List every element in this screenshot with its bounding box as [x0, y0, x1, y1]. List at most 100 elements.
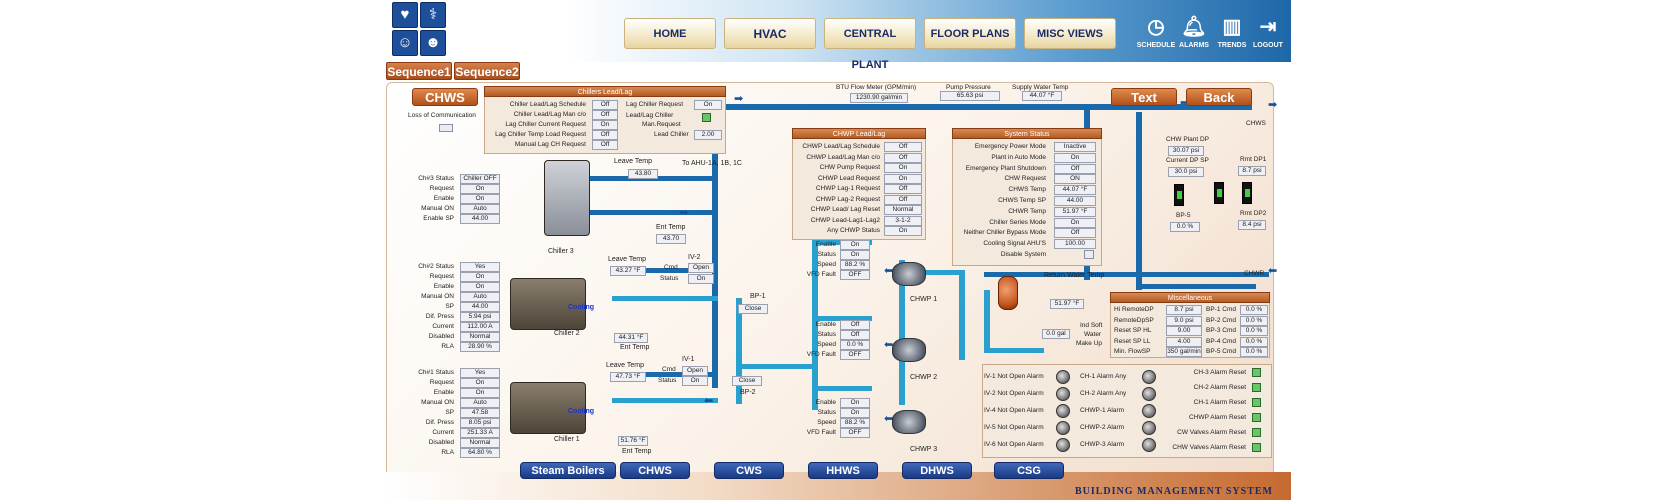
loss-of-communication-label: Loss of Communication — [408, 112, 476, 119]
bottom-nav-csg-button[interactable]: CSG — [994, 462, 1064, 479]
alarm-reset-button[interactable] — [1252, 428, 1261, 437]
chwp-leadlag-row-label: CHW Pump Request — [819, 164, 880, 171]
lag-man-request-toggle[interactable] — [702, 113, 711, 122]
pump-p2-row-value: Off — [840, 330, 870, 340]
nav-misc-views-button[interactable]: MISC VIEWS — [1024, 18, 1116, 49]
footer-title: BUILDING MANAGEMENT SYSTEM — [1074, 486, 1273, 497]
lead-chiller-label: Lead Chiller — [654, 131, 689, 138]
chiller3-status-label: Enable — [433, 195, 454, 202]
alarm-reset-button[interactable] — [1252, 398, 1261, 407]
alarm-reset-label: CHWP Alarm Reset — [1189, 414, 1246, 421]
chiller3-status-label: Ch#3 Status — [418, 175, 454, 182]
chiller-3-name: Chiller 3 — [548, 248, 574, 255]
bottom-nav-steam-boilers-button[interactable]: Steam Boilers — [520, 462, 616, 479]
chiller-3-leave-value: 43.80 — [628, 169, 658, 179]
iv1-cmd-label: Cmd — [662, 366, 676, 373]
trends-tool[interactable]: ▥TRENDS — [1212, 14, 1252, 49]
alarm-indicator — [1056, 421, 1070, 435]
flow-arrow-icon: ⬅ — [704, 395, 714, 407]
chwr-header-pipe — [1136, 284, 1256, 289]
chwp-leadlag-row-value: Off — [884, 152, 922, 163]
disable-system-checkbox[interactable] — [1084, 250, 1094, 259]
chiller-1-unit[interactable] — [510, 382, 586, 434]
system-status-row-label: Emergency Plant Shutdown — [965, 164, 1046, 172]
bp1-value: Close — [738, 304, 768, 314]
bottom-nav-cws-button[interactable]: CWS — [714, 462, 784, 479]
system-status-row-label: Neither Chiller Bypass Mode — [963, 229, 1046, 237]
chwp-1-pump[interactable] — [892, 262, 926, 286]
chiller1-status-value: Auto — [460, 398, 500, 408]
alarm-reset-label: CH-1 Alarm Reset — [1193, 399, 1246, 406]
bp2-value: Close — [732, 376, 762, 386]
sequence1-button[interactable]: Sequence1 — [386, 62, 452, 80]
makeup-label-2: Water — [1084, 331, 1102, 338]
chiller-2-ent-value: 44.31 °F — [614, 333, 648, 343]
nav-hvac-button[interactable]: HVAC — [724, 18, 816, 49]
system-status-row-value: Inactive — [1054, 142, 1096, 152]
plant-dp-value: 30.07 psi — [1168, 146, 1204, 156]
pump-p2-row-label: Speed — [817, 341, 836, 348]
alarm-indicator — [1142, 404, 1156, 418]
system-status-row-value: 51.97 °F — [1054, 206, 1096, 217]
chwp-leadlag-row-label: Any CHWP Status — [827, 227, 880, 234]
iv1-label: IV-1 — [682, 356, 695, 363]
sequence2-button[interactable]: Sequence2 — [454, 62, 520, 80]
alarms-tool[interactable]: 🔔︎ALARMS — [1174, 14, 1214, 49]
text-button[interactable]: Text — [1111, 88, 1177, 106]
chiller-3-unit[interactable] — [544, 160, 590, 236]
chiller1-status-value: Yes — [460, 368, 500, 378]
back-button[interactable]: Back — [1186, 88, 1252, 106]
system-status-row-value: Off — [1054, 163, 1096, 174]
misc-right-label: BP-1 Cmd — [1206, 306, 1236, 313]
flow-arrow-icon: ⬅ — [884, 413, 894, 425]
system-status-row-label: CHW Request — [1004, 175, 1046, 183]
chwp-leadlag-row-value: On — [884, 226, 922, 236]
alarm-reset-label: CH-3 Alarm Reset — [1193, 369, 1246, 376]
rmt-dp1-value: 8.7 psi — [1238, 166, 1266, 176]
chiller2-status-label: SP — [445, 303, 454, 310]
bottom-nav-hhws-button[interactable]: HHWS — [808, 462, 878, 479]
logout-tool[interactable]: ⇥LOGOUT — [1248, 14, 1288, 49]
alarm-reset-button[interactable] — [1252, 443, 1261, 452]
chiller-2-unit[interactable] — [510, 278, 586, 330]
misc-right-value: 0.0 % — [1240, 347, 1268, 357]
alarm-reset-button[interactable] — [1252, 383, 1261, 392]
chiller1-status-value: On — [460, 378, 500, 388]
pump-p2-row-label: Status — [817, 331, 836, 338]
chwp-2-pump[interactable] — [892, 338, 926, 362]
rmt-dp2-meter — [1242, 182, 1252, 204]
flow-arrow-icon: ⬅ — [884, 265, 894, 277]
chiller2-status-value: Auto — [460, 292, 500, 302]
alarm-indicator — [1142, 387, 1156, 401]
plant-dp-meter — [1174, 184, 1184, 206]
loss-of-communication-indicator — [439, 124, 453, 132]
chiller2-status-value: 5.94 psi — [460, 312, 500, 322]
chwp-leadlag-header: CHWP Lead/Lag — [792, 128, 926, 139]
misc-header: Miscellaneous — [1110, 292, 1270, 303]
chiller3-status-value: Chiller OFF — [460, 174, 500, 184]
system-status-row-value: ON — [1054, 174, 1096, 185]
chwp-3-pump[interactable] — [892, 410, 926, 434]
pump-p1-row-label: Speed — [817, 261, 836, 268]
rmt-dp2-value: 8.4 psi — [1238, 220, 1266, 230]
bottom-nav-dhws-button[interactable]: DHWS — [902, 462, 972, 479]
system-status-row-label: Plant in Auto Mode — [991, 153, 1046, 161]
misc-left-value: 350 gal/min — [1166, 347, 1202, 357]
supply-temp-label: Supply Water Temp — [1012, 84, 1069, 91]
chiller2-status-label: Ch#2 Status — [418, 263, 454, 270]
flow-arrow-icon: ➡ — [734, 93, 744, 105]
schedule-tool[interactable]: ◷SCHEDULE — [1136, 14, 1176, 49]
nav-central-plant-button[interactable]: CENTRAL PLANT — [824, 18, 916, 71]
pump-p3-row-value: OFF — [840, 428, 870, 438]
alarm-reset-button[interactable] — [1252, 413, 1261, 422]
nav-home-button[interactable]: HOME — [624, 18, 716, 49]
bottom-nav-chws-button[interactable]: CHWS — [620, 462, 690, 479]
chiller3-status-value: On — [460, 194, 500, 204]
misc-left-value: 4.00 — [1166, 336, 1202, 347]
alarm-label: CHWP-2 Alarm — [1080, 424, 1125, 431]
clock-icon: ◷ — [1147, 16, 1165, 38]
chwp-3-name: CHWP 3 — [910, 446, 938, 453]
nav-floor-plans-button[interactable]: FLOOR PLANS — [924, 18, 1016, 49]
alarm-reset-button[interactable] — [1252, 368, 1261, 377]
chiller3-status-value: 44.00 — [460, 214, 500, 224]
